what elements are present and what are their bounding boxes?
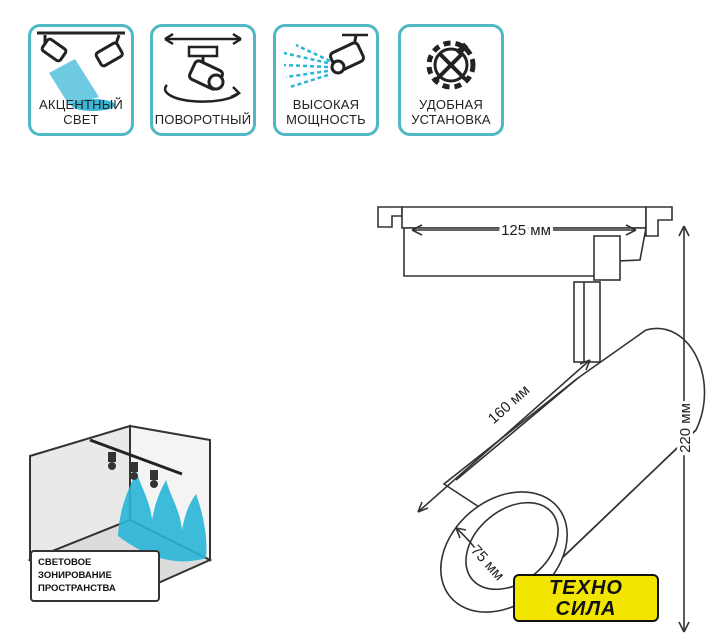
high-power-icon bbox=[283, 33, 368, 89]
mounting-stem bbox=[573, 235, 621, 363]
easy-install-icon bbox=[426, 40, 476, 90]
dimension-width: 125 мм bbox=[501, 222, 551, 239]
accent-spotlight-icon bbox=[37, 31, 125, 111]
feature-label: ПОВОРОТНЫЙ bbox=[154, 112, 252, 127]
feature-rotating: ПОВОРОТНЫЙ bbox=[150, 24, 256, 136]
brand-line1: ТЕХНО bbox=[549, 577, 623, 599]
feature-label: ВЫСОКАЯ МОЩНОСТЬ bbox=[286, 97, 366, 127]
feature-high-power: ВЫСОКАЯ МОЩНОСТЬ bbox=[273, 24, 379, 136]
brand-line2: СИЛА bbox=[555, 598, 617, 620]
dimension-lines bbox=[411, 224, 690, 633]
zoning-caption: СВЕТОВОЕ ЗОНИРОВАНИЕ ПРОСТРАНСТВА bbox=[30, 550, 160, 602]
brand-logo: ТЕХНО СИЛА bbox=[513, 574, 659, 622]
track-adapter bbox=[377, 206, 673, 277]
feature-label: АКЦЕНТНЫЙ СВЕТ bbox=[39, 97, 123, 127]
feature-accent-light: АКЦЕНТНЫЙ СВЕТ bbox=[28, 24, 134, 136]
rotate-icon bbox=[163, 32, 242, 103]
room-scene bbox=[27, 424, 213, 602]
feature-easy-install: УДОБНАЯ УСТАНОВКА bbox=[398, 24, 504, 136]
feature-label: УДОБНАЯ УСТАНОВКА bbox=[411, 97, 491, 127]
dimension-height: 220 мм bbox=[677, 403, 694, 453]
